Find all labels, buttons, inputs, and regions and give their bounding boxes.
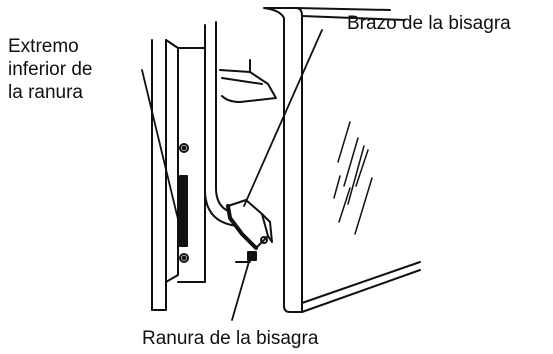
oven-cavity-opening xyxy=(204,24,246,227)
hinge-arm xyxy=(226,199,273,250)
screw-top xyxy=(179,143,189,153)
screw-bottom-inner xyxy=(181,255,187,261)
frame-slot xyxy=(179,175,188,247)
callout-slot-bottom-line1: Extremo xyxy=(8,36,79,57)
glass-reflection xyxy=(333,121,373,235)
callout-hinge-arm: Brazo de la bisagra xyxy=(347,12,511,35)
leader-slot-bottom xyxy=(141,69,184,241)
oven-cavity-inner xyxy=(215,21,251,215)
callout-slot-bottom-line3: la ranura xyxy=(8,82,83,103)
callout-hinge-slot: Ranura de la bisagra xyxy=(142,327,318,350)
screw-top-inner xyxy=(181,145,187,151)
screw-bottom xyxy=(179,253,189,263)
callout-slot-bottom: Extremo inferior de la ranura xyxy=(8,35,138,104)
callout-slot-bottom-line2: inferior de xyxy=(8,59,93,80)
oven-frame xyxy=(151,39,179,311)
callout-hinge-slot-text: Ranura de la bisagra xyxy=(142,328,319,349)
callout-hinge-arm-text: Brazo de la bisagra xyxy=(347,13,511,34)
leader-hinge-slot xyxy=(231,257,251,321)
oven-door xyxy=(263,7,421,313)
leader-hinge-arm xyxy=(243,29,323,207)
oven-rack xyxy=(219,59,277,103)
hinge-slot xyxy=(247,251,257,261)
